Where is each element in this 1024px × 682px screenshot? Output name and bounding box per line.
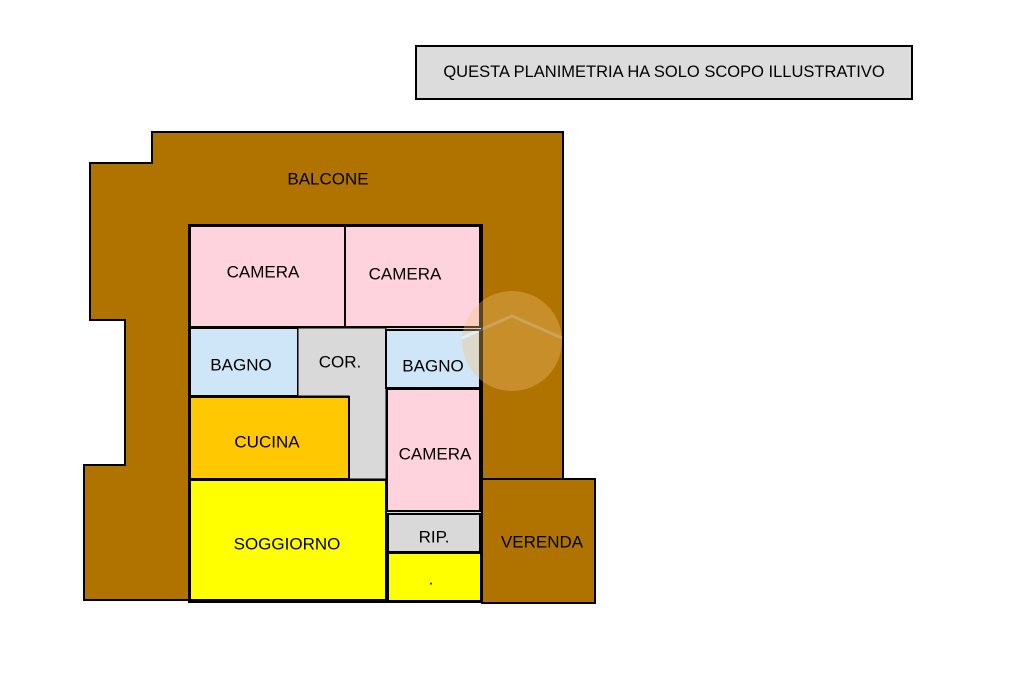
room-bagno-2 (385, 329, 481, 389)
room-cucina (189, 396, 350, 480)
label-balcone: BALCONE (287, 169, 368, 188)
label-camera-1: CAMERA (227, 262, 300, 281)
label-bagno-2: BAGNO (402, 356, 463, 375)
label-camera-2: CAMERA (369, 264, 442, 283)
label-small-room: . (429, 569, 434, 588)
label-corridoio: COR. (319, 352, 362, 371)
room-small (387, 552, 482, 602)
label-soggiorno: SOGGIORNO (234, 534, 341, 553)
notice-text: QUESTA PLANIMETRIA HA SOLO SCOPO ILLUSTR… (443, 63, 885, 81)
watermark-logo (461, 291, 563, 391)
label-camera-3: CAMERA (399, 444, 472, 463)
room-ripostiglio (387, 513, 481, 553)
label-bagno-1: BAGNO (210, 355, 271, 374)
room-soggiorno (189, 479, 387, 601)
label-verenda: VERENDA (501, 532, 584, 551)
label-cucina: CUCINA (234, 432, 300, 451)
label-ripostiglio: RIP. (419, 527, 450, 546)
room-camera-2 (344, 225, 481, 328)
illustrative-notice: QUESTA PLANIMETRIA HA SOLO SCOPO ILLUSTR… (415, 45, 913, 100)
room-verenda (481, 478, 596, 604)
room-camera-3 (386, 388, 481, 512)
room-camera-1 (189, 225, 346, 328)
